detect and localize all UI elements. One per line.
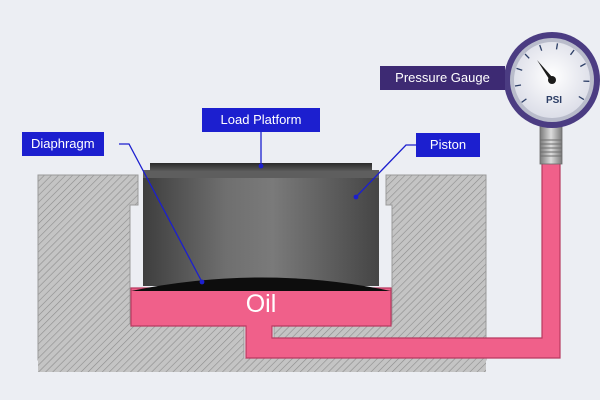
piston-rim (143, 170, 379, 178)
oil-label: Oil (245, 290, 277, 318)
piston-body (143, 170, 379, 286)
diaphragm-label: Diaphragm (22, 132, 104, 156)
gauge-unit-label: PSI (545, 95, 563, 106)
callout-dots (199, 163, 359, 285)
diaphragm-membrane (131, 277, 391, 291)
load-platform-label: Load Platform (202, 108, 320, 132)
pressure-gauge-icon (504, 32, 600, 128)
gauge-stem-threads (540, 139, 562, 157)
piston-label: Piston (416, 133, 480, 157)
housing-bottom (38, 358, 486, 372)
callout-leaders (119, 132, 416, 283)
pressure-gauge-label: Pressure Gauge (380, 66, 505, 90)
